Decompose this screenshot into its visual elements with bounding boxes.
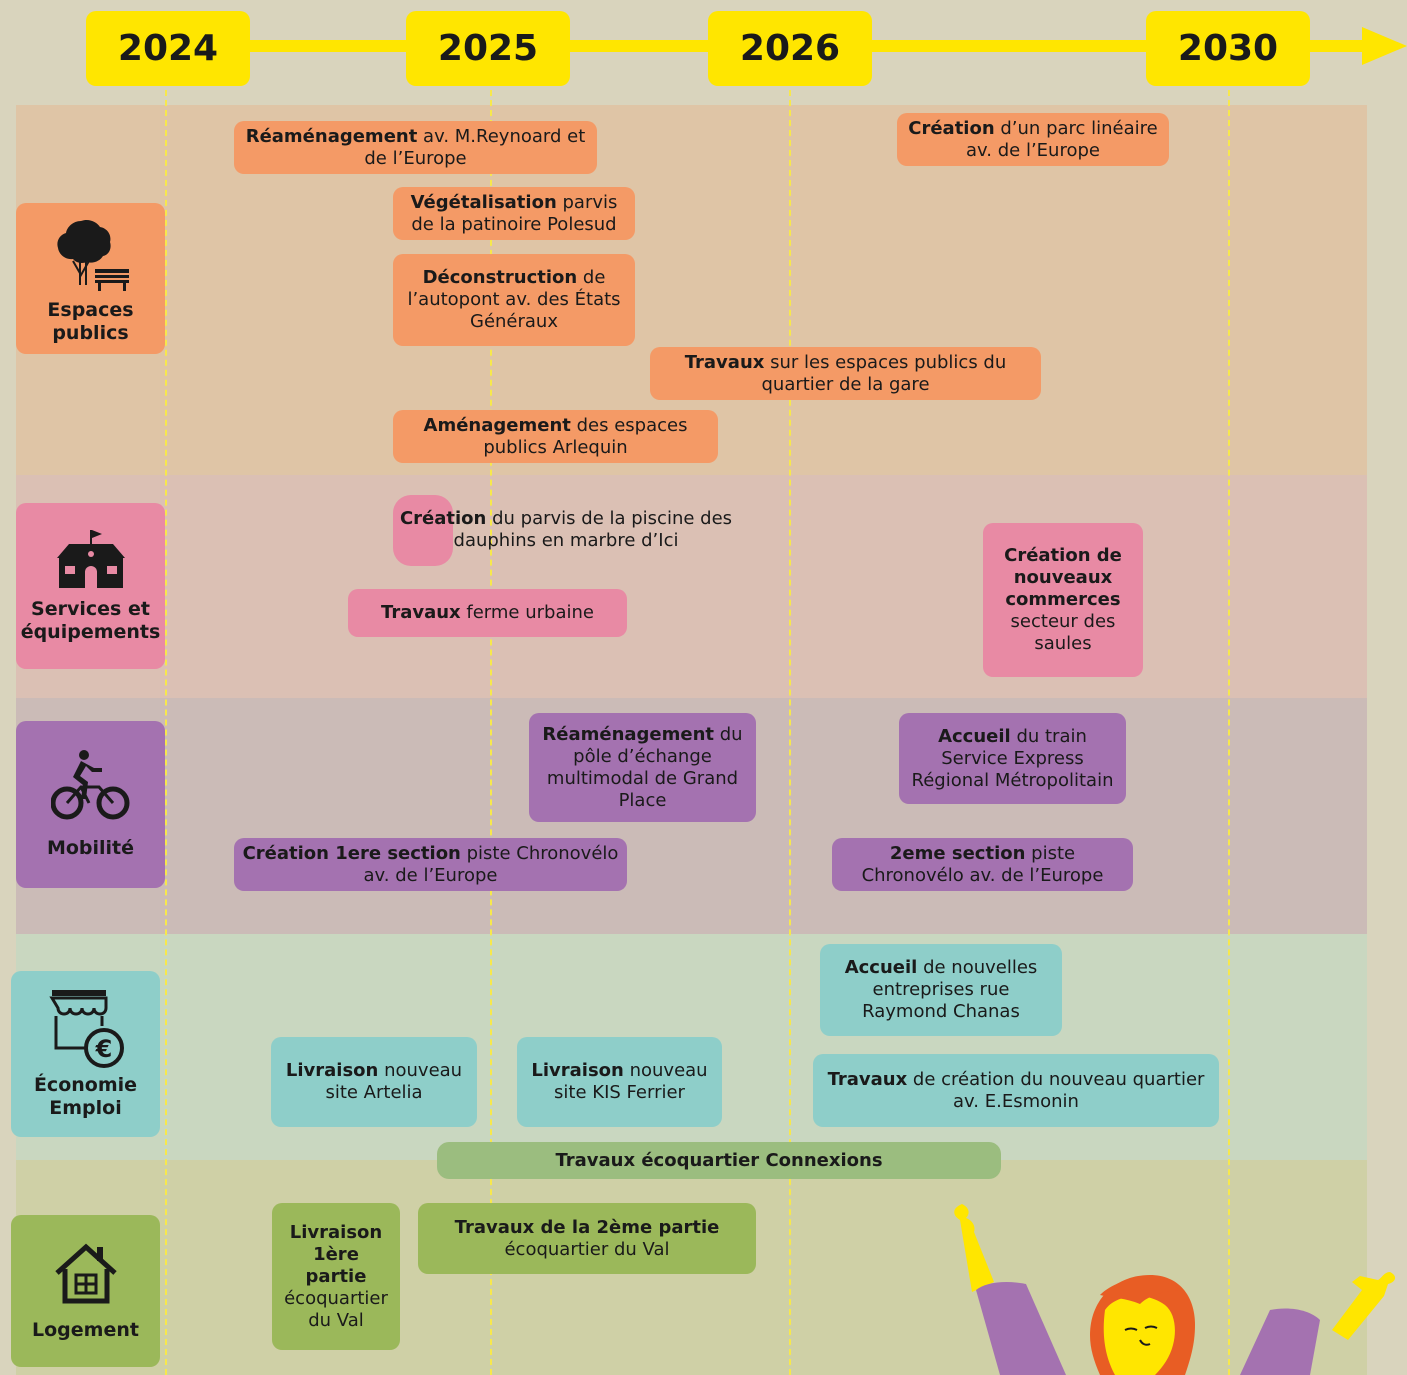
category-economie-emploi: € Économie Emploi bbox=[11, 971, 160, 1137]
cyclist-icon bbox=[50, 750, 129, 820]
school-building-icon bbox=[56, 530, 125, 588]
project-amenagement-arlequin: Aménagement des espaces publics Arlequin bbox=[393, 410, 718, 463]
project-livraison-kis: Livraison nouveau site KIS Ferrier bbox=[517, 1037, 722, 1127]
year-2024: 2024 bbox=[86, 11, 250, 86]
year-line-2030 bbox=[1228, 60, 1230, 1375]
category-services-equipements: Services et équipements bbox=[16, 503, 165, 669]
year-line-2025 bbox=[490, 60, 492, 1375]
shop-euro-icon: € bbox=[48, 990, 124, 1068]
category-label: Économie Emploi bbox=[33, 1074, 138, 1119]
project-reamenagement-reynoard: Réaménagement av. M.Reynoard et de l’Eur… bbox=[234, 121, 597, 174]
project-reamenagement-pole: Réaménagement du pôle d’échange multimod… bbox=[529, 713, 756, 822]
tree-bench-icon bbox=[56, 219, 129, 291]
svg-text:€: € bbox=[94, 1035, 112, 1063]
project-creation-parc: Création d’un parc linéaire av. de l’Eur… bbox=[897, 113, 1169, 166]
timeline-arrow-icon bbox=[1362, 27, 1407, 65]
project-travaux-ferme: Travaux ferme urbaine bbox=[348, 589, 627, 637]
waving-person-illustration bbox=[954, 1204, 1396, 1375]
project-accueil-train: Accueil du train Service Express Régiona… bbox=[899, 713, 1126, 804]
year-2030: 2030 bbox=[1146, 11, 1310, 86]
project-vegetalisation: Végétalisation parvis de la patinoire Po… bbox=[393, 187, 635, 240]
year-2026: 2026 bbox=[708, 11, 872, 86]
project-travaux-val-2: Travaux de la 2ème partie écoquartier du… bbox=[418, 1203, 756, 1274]
project-travaux-esmonin: Travaux de création du nouveau quartier … bbox=[813, 1054, 1219, 1127]
category-espaces-publics: Espaces publics bbox=[16, 203, 165, 354]
category-label: Logement bbox=[32, 1318, 139, 1341]
category-label: Services et équipements bbox=[20, 598, 161, 643]
project-creation-commerces: Création de nouveaux commerces secteur d… bbox=[983, 523, 1143, 677]
year-line-2026 bbox=[789, 60, 791, 1375]
house-icon bbox=[54, 1243, 117, 1303]
project-livraison-val: Livraison 1ère partie écoquartier du Val bbox=[272, 1203, 400, 1350]
project-piste-2: 2eme section piste Chronovélo av. de l’E… bbox=[832, 838, 1133, 891]
project-ecoquartier-connexions: Travaux écoquartier Connexions bbox=[437, 1142, 1001, 1179]
project-creation-parvis-marker bbox=[393, 495, 453, 566]
project-accueil-entreprises: Accueil de nouvelles entreprises rue Ray… bbox=[820, 944, 1062, 1036]
project-creation-parvis: Création du parvis de la piscine des dau… bbox=[399, 508, 733, 551]
category-mobilite: Mobilité bbox=[16, 721, 165, 888]
category-logement: Logement bbox=[11, 1215, 160, 1367]
category-label: Mobilité bbox=[46, 837, 135, 859]
year-2025: 2025 bbox=[406, 11, 570, 86]
project-livraison-artelia: Livraison nouveau site Artelia bbox=[271, 1037, 477, 1127]
project-piste-1: Création 1ere section piste Chronovélo a… bbox=[234, 838, 627, 891]
year-line-2024 bbox=[165, 60, 167, 1375]
category-label: Espaces publics bbox=[47, 298, 134, 344]
project-deconstruction: Déconstruction de l’autopont av. des Éta… bbox=[393, 254, 635, 346]
project-travaux-gare: Travaux sur les espaces publics du quart… bbox=[650, 347, 1041, 400]
